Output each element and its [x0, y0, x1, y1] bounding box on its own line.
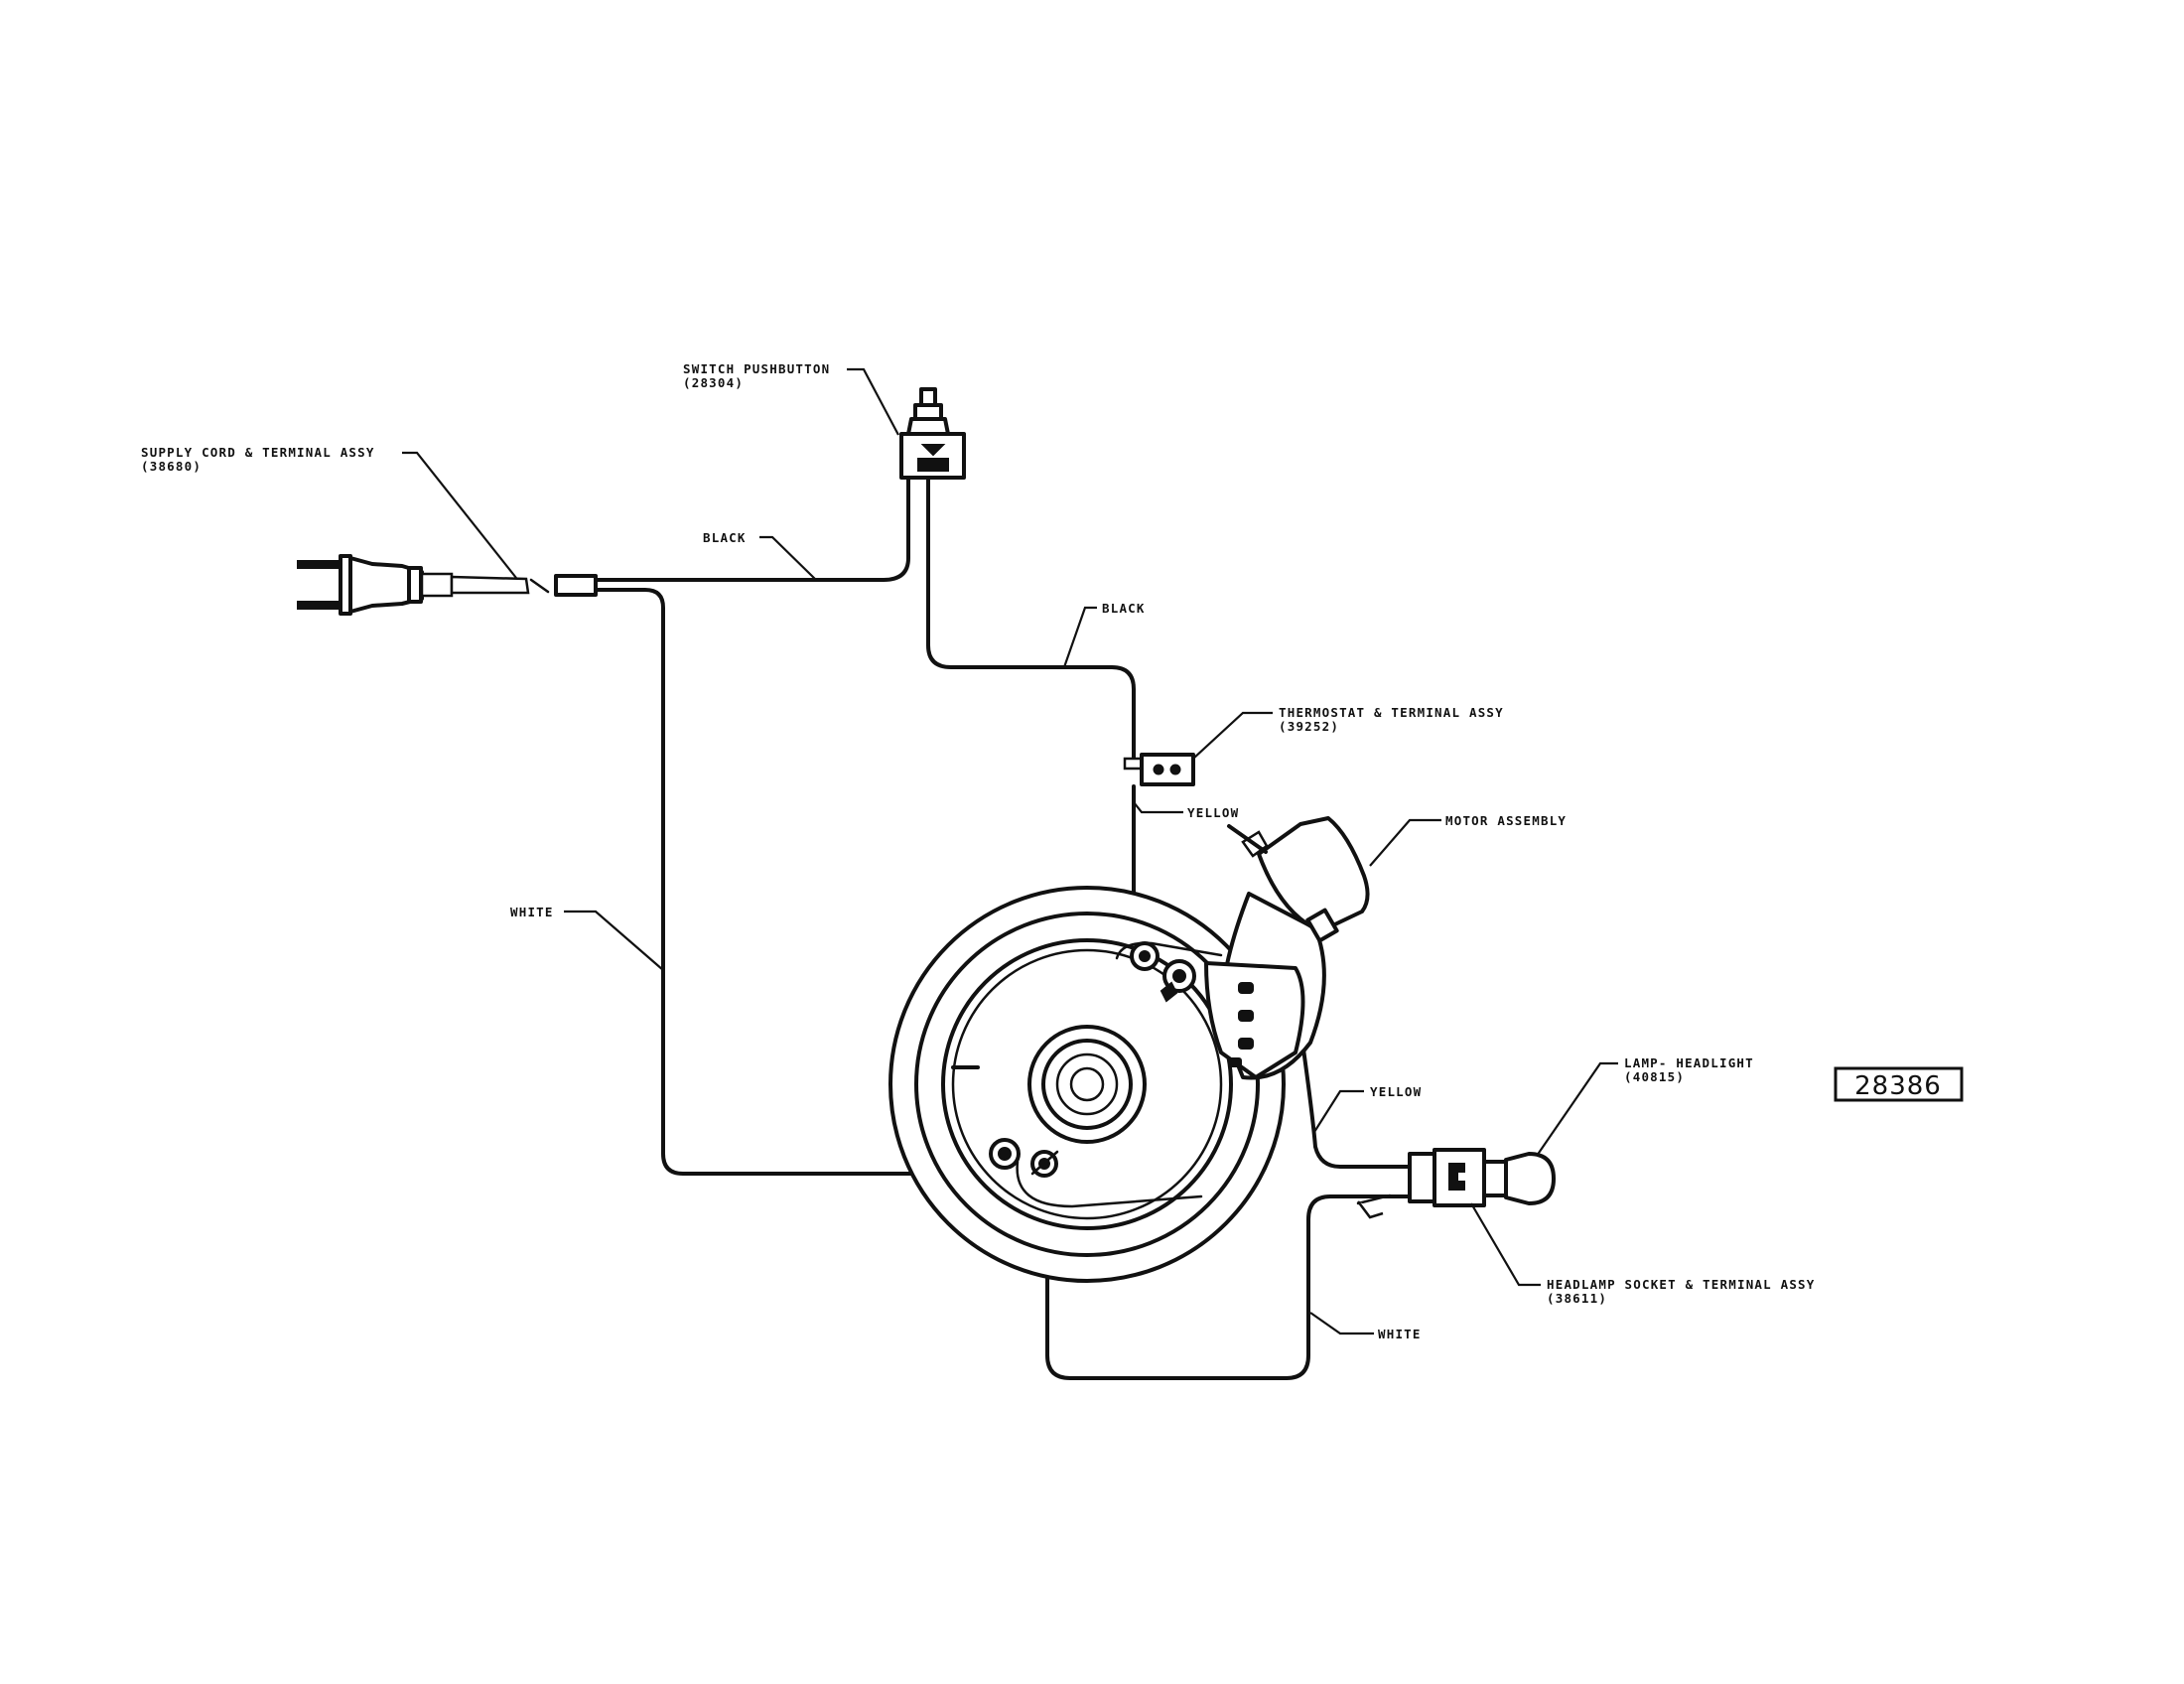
motor-assembly	[1204, 816, 1370, 1080]
label-supply-cord-part: (38680)	[141, 459, 202, 474]
white-wire-cord-to-motor	[594, 588, 1034, 1176]
drawing-number: 28386	[1854, 1071, 1942, 1101]
headlamp-socket	[1356, 1148, 1486, 1219]
leader-yellow-2	[1313, 1089, 1364, 1133]
yellow-wire-motor-to-headlamp	[1298, 1026, 1417, 1169]
label-yellow-2: YELLOW	[1370, 1084, 1422, 1099]
switch-pushbutton	[899, 387, 966, 480]
leader-switch	[847, 367, 899, 436]
leader-headlamp-socket	[1470, 1202, 1541, 1287]
label-black-2: BLACK	[1102, 601, 1146, 616]
lamp-headlight	[1482, 1152, 1556, 1205]
label-lamp: LAMP- HEADLIGHT	[1624, 1055, 1754, 1070]
leader-white-1	[564, 910, 664, 971]
label-white-1: WHITE	[510, 905, 554, 919]
label-switch: SWITCH PUSHBUTTON	[683, 361, 830, 376]
supply-cord-plug	[297, 554, 598, 616]
label-headlamp-socket-part: (38611)	[1547, 1291, 1607, 1306]
label-motor: MOTOR ASSEMBLY	[1445, 813, 1567, 828]
motor-housing	[888, 886, 1286, 1283]
leader-black-2	[1062, 606, 1097, 668]
leader-motor	[1369, 818, 1441, 867]
leader-supply-cord	[402, 451, 517, 579]
leader-lamp	[1536, 1061, 1618, 1157]
motor-terminals	[989, 941, 1196, 1178]
leader-yellow-1	[1133, 801, 1183, 814]
label-lamp-part: (40815)	[1624, 1069, 1685, 1084]
black-wire-cord-to-switch	[594, 475, 910, 582]
label-white-2: WHITE	[1378, 1327, 1422, 1341]
label-black-1: BLACK	[703, 530, 747, 545]
label-yellow-1: YELLOW	[1187, 805, 1239, 820]
black-wire-switch-to-thermostat	[926, 475, 1136, 767]
white-wire-headlamp-to-motor	[1045, 1162, 1427, 1380]
label-headlamp-socket: HEADLAMP SOCKET & TERMINAL ASSY	[1547, 1277, 1816, 1292]
label-thermostat: THERMOSTAT & TERMINAL ASSY	[1279, 705, 1504, 720]
leader-thermostat	[1192, 711, 1273, 760]
drawing-number-badge: 28386	[1834, 1066, 1964, 1102]
label-supply-cord: SUPPLY CORD & TERMINAL ASSY	[141, 445, 375, 460]
label-thermostat-part: (39252)	[1279, 719, 1339, 734]
leader-white-2	[1309, 1312, 1374, 1335]
leader-black-1	[759, 535, 817, 581]
thermostat	[1123, 753, 1195, 786]
label-switch-part: (28304)	[683, 375, 744, 390]
